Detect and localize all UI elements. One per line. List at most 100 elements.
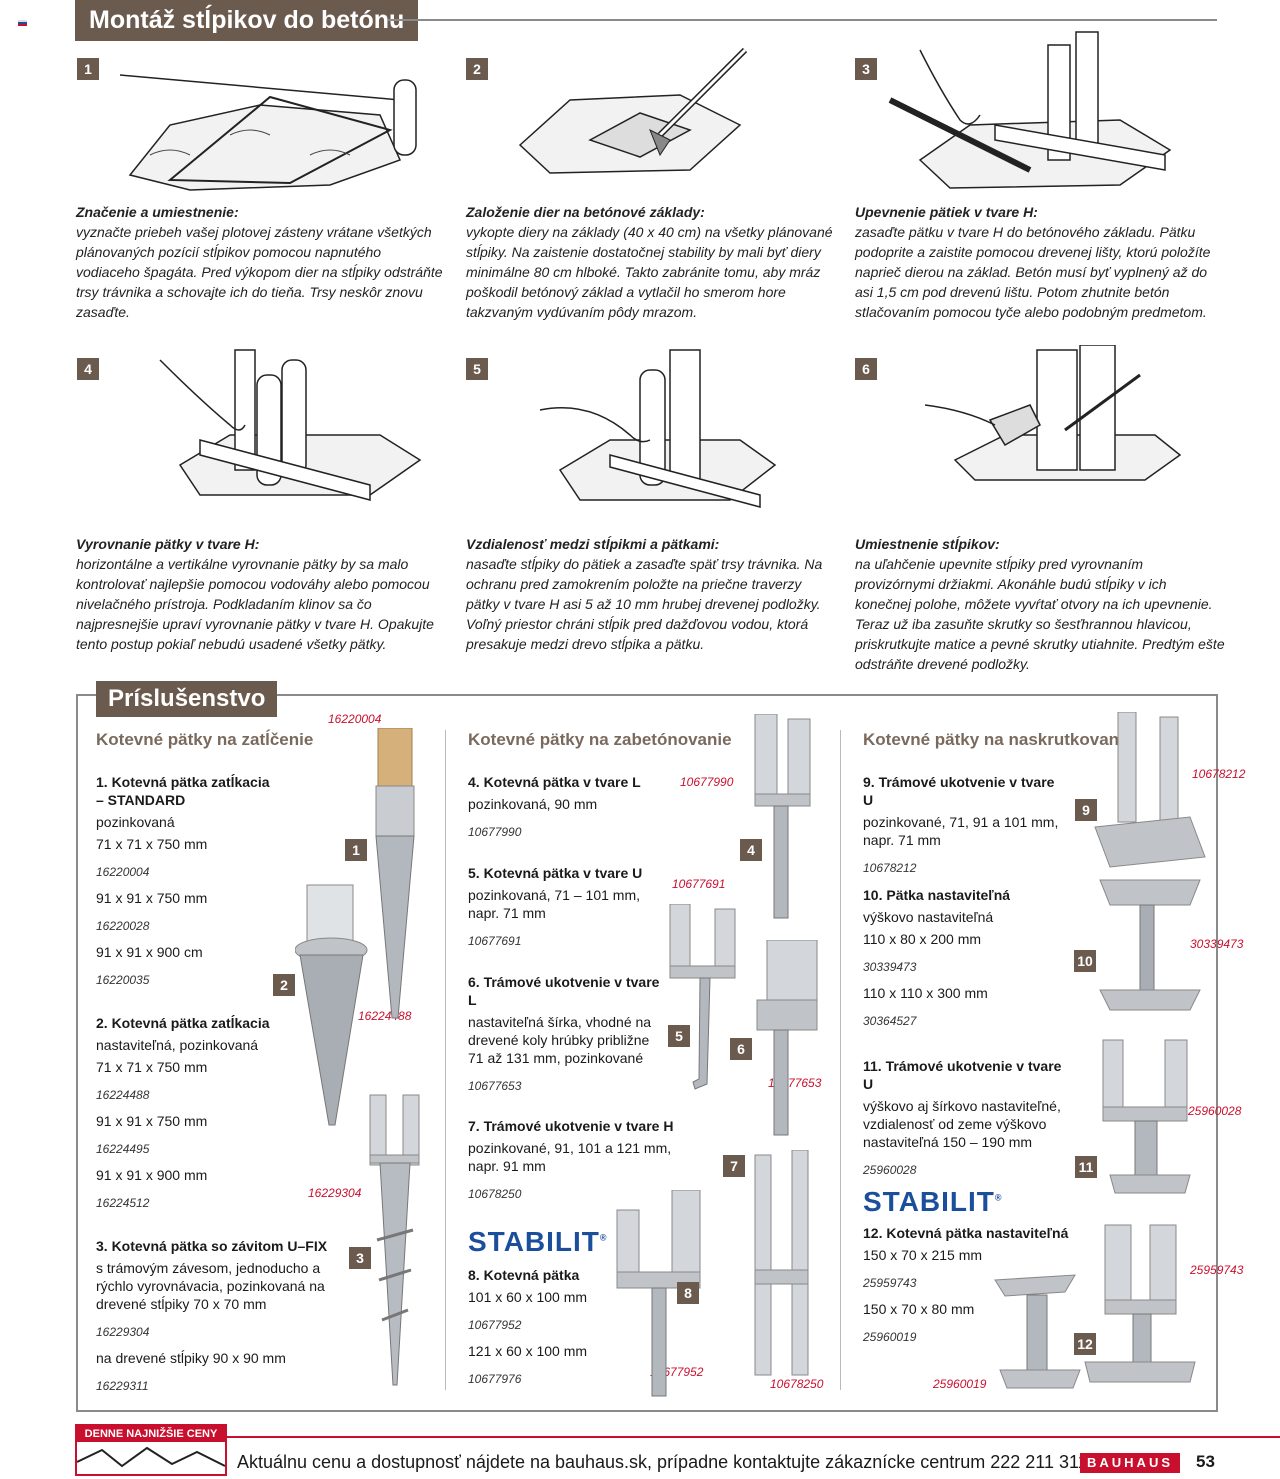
product-12-image <box>994 1224 1196 1389</box>
product-title: 2. Kotevná pätka zatĺkacia <box>96 1015 270 1031</box>
page-number: 53 <box>1196 1452 1215 1471</box>
product-9: 9. Trámové ukotvenie v tvare U pozinkova… <box>863 773 1063 885</box>
accessories-rule <box>76 694 96 696</box>
product-sku: 16220028 <box>96 919 150 933</box>
step-body: vyznačte priebeh vašej plotovej zásteny … <box>76 224 443 320</box>
product-title: 5. Kotevná pätka v tvare U <box>468 865 643 881</box>
step-text: Značenie a umiestnenie: vyznačte priebeh… <box>76 202 446 322</box>
image-sku: 10678250 <box>770 1377 824 1391</box>
page-title: Montáž stĺpikov do betónu <box>75 0 419 41</box>
step-text: Umiestnenie stĺpikov: na uľahčenie upevn… <box>855 534 1225 674</box>
step-2-illustration <box>518 47 748 174</box>
lowest-prices-badge: DENNE NAJNIŽŠIE CENY <box>75 1424 227 1476</box>
brand-label: STABILIT <box>863 1186 995 1217</box>
product-1-image <box>375 728 415 1019</box>
step-body: na uľahčenie upevnite stĺpiky pred vyrov… <box>855 556 1225 672</box>
product-variant: 91 x 91 x 750 mm <box>96 890 208 906</box>
product-title: 3. Kotevná pätka so závitom U–FIX <box>96 1238 328 1254</box>
product-sku: 10677990 <box>468 825 522 839</box>
brand-label: STABILIT <box>468 1226 600 1257</box>
product-title: 1. Kotevná pätka zatĺkacia – STANDARD <box>96 774 270 808</box>
image-sku: 10678212 <box>1192 767 1246 781</box>
product-sku: 25960019 <box>863 1330 917 1344</box>
step-title: Upevnenie pätiek v tvare H: <box>855 204 1038 220</box>
product-5: 5. Kotevná pätka v tvare U pozinkovaná, … <box>468 864 648 958</box>
image-sku: 25960019 <box>933 1377 987 1391</box>
step-number: 6 <box>855 358 877 380</box>
product-11-image <box>1102 1039 1191 1194</box>
category-title: Kotevné pätky na zabetónovanie <box>468 730 732 749</box>
product-sku: 10678250 <box>468 1187 522 1201</box>
step-text: Vyrovnanie pätky v tvare H: horizontálne… <box>76 534 446 654</box>
image-sku: 10677990 <box>680 775 734 789</box>
step-1-illustration <box>119 74 417 191</box>
product-8: 8. Kotevná pätka 101 x 60 x 100 mm 10677… <box>468 1266 648 1396</box>
product-sku: 10677952 <box>468 1318 522 1332</box>
product-badge: 12 <box>1074 1333 1096 1355</box>
bauhaus-logo: BAUHAUS <box>1080 1453 1180 1473</box>
product-badge: 6 <box>730 1038 752 1060</box>
step-text: Vzdialenosť medzi stĺpikmi a pätkami: na… <box>466 534 836 654</box>
product-variant: 91 x 91 x 750 mm <box>96 1113 208 1129</box>
image-sku: 30339473 <box>1190 937 1244 951</box>
product-sku: 16229311 <box>96 1379 149 1393</box>
step-4-illustration <box>159 349 422 501</box>
footer-rule <box>227 1436 1280 1438</box>
product-sku: 10678212 <box>863 861 917 875</box>
product-desc: nastaviteľná šírka, vhodné na drevené ko… <box>468 1014 652 1066</box>
product-sku: 10677653 <box>468 1079 522 1093</box>
product-badge: 8 <box>677 1282 699 1304</box>
product-variant: 71 x 71 x 750 mm <box>96 1059 208 1075</box>
product-variant: 110 x 110 x 300 mm <box>863 985 988 1001</box>
image-sku: 10677691 <box>672 877 726 891</box>
product-sku: 10677976 <box>468 1372 522 1386</box>
product-title: 9. Trámové ukotvenie v tvare U <box>863 774 1055 808</box>
product-4-image <box>754 714 811 919</box>
product-6-image <box>756 940 818 1136</box>
product-8-image <box>616 1190 701 1397</box>
product-6: 6. Trámové ukotvenie v tvare L nastavite… <box>468 973 663 1103</box>
image-sku: 16229304 <box>308 1186 362 1200</box>
step-5-illustration <box>539 349 777 508</box>
accessories-rule <box>272 694 1218 696</box>
category-title: Kotevné pätky na zatĺčenie <box>96 730 314 749</box>
step-body: horizontálne a vertikálne vyrovnanie pät… <box>76 556 434 652</box>
product-variant: 150 x 70 x 215 mm <box>863 1247 983 1263</box>
product-desc: výškovo nastaviteľná <box>863 909 994 925</box>
step-number: 4 <box>77 358 99 380</box>
product-desc: výškovo aj šírkovo nastaviteľné, vzdiale… <box>863 1098 1061 1150</box>
product-sku: 30339473 <box>863 960 917 974</box>
product-variant: 91 x 91 x 900 mm <box>96 1167 208 1183</box>
flag-icon <box>18 20 27 26</box>
product-7-image <box>754 1150 809 1376</box>
step-text: Upevnenie pätiek v tvare H: zasaďte pätk… <box>855 202 1225 322</box>
header-rule <box>388 19 1217 21</box>
accessories-box <box>76 694 1218 1412</box>
product-sku: 16220035 <box>96 973 150 987</box>
product-sku: 25959743 <box>863 1276 917 1290</box>
product-12: 12. Kotevná pätka nastaviteľná 150 x 70 … <box>863 1224 1073 1354</box>
product-badge: 10 <box>1074 950 1096 972</box>
product-sku: 30364527 <box>863 1014 917 1028</box>
product-10: 10. Pätka nastaviteľná výškovo nastavite… <box>863 886 1063 1038</box>
step-3-illustration <box>888 31 1172 189</box>
product-3: 3. Kotevná pätka so závitom U–FIX s trám… <box>96 1237 336 1403</box>
step-text: Založenie dier na betónové základy: vyko… <box>466 202 836 322</box>
product-title: 7. Trámové ukotvenie v tvare H <box>468 1118 674 1134</box>
product-desc: pozinkovaná, 90 mm <box>468 796 598 812</box>
product-title: 12. Kotevná pätka nastaviteľná <box>863 1225 1069 1241</box>
product-badge: 1 <box>345 839 367 861</box>
product-variant: 121 x 60 x 100 mm <box>468 1343 588 1359</box>
product-sku: 16220004 <box>96 865 150 879</box>
step-title: Založenie dier na betónové základy: <box>466 204 705 220</box>
stabilit-logo: STABILIT® <box>863 1186 1003 1217</box>
image-sku: 16220004 <box>328 712 382 726</box>
accessories-title: Príslušenstvo <box>96 681 278 717</box>
step-body: vykopte diery na základy (40 x 40 cm) na… <box>466 224 833 320</box>
product-badge: 9 <box>1075 799 1097 821</box>
product-desc: s trámovým závesom, jednoducho a rýchlo … <box>96 1260 325 1312</box>
product-9-image <box>1094 712 1206 868</box>
image-sku: 25960028 <box>1188 1104 1242 1118</box>
product-5-image <box>669 904 736 1090</box>
product-variant: 101 x 60 x 100 mm <box>468 1289 588 1305</box>
